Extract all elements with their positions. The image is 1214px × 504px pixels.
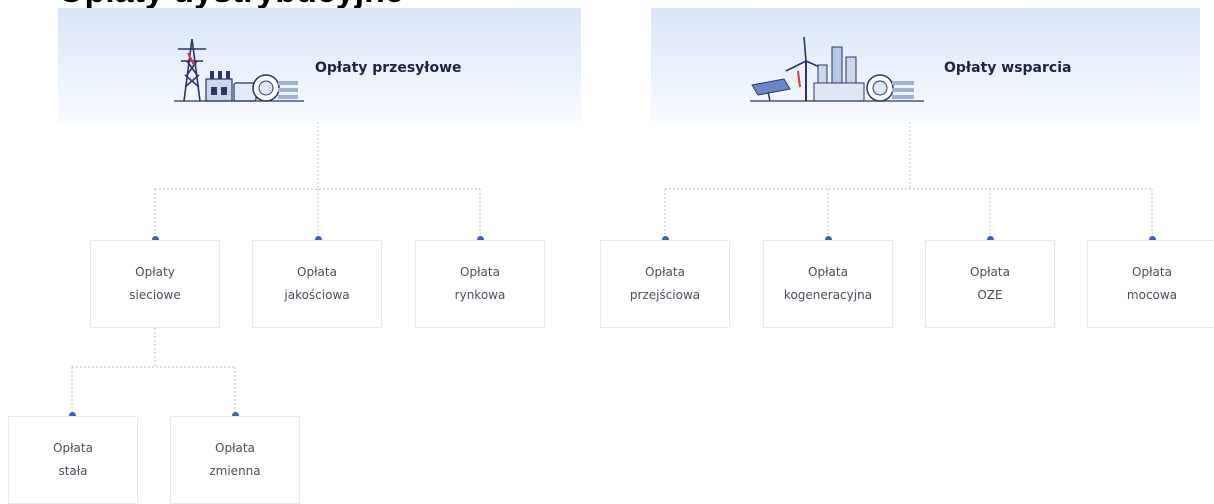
node-oplaty-sieciowe: Opłaty sieciowe (90, 240, 220, 328)
node-oplata-mocowa: Opłata mocowa (1087, 240, 1214, 328)
node-oplata-rynkowa: Opłata rynkowa (415, 240, 545, 328)
connector-dot (662, 236, 669, 243)
connector-dot (987, 236, 994, 243)
node-oplata-stala: Opłata stała (8, 416, 138, 504)
connector-dot (315, 236, 322, 243)
node-oplata-przejsciowa: Opłata przejściowa (600, 240, 730, 328)
page-title: Opłaty dystrybucyjne (58, 0, 404, 8)
node-label: Opłata jakościowa (284, 265, 350, 302)
connector-dot (69, 412, 76, 419)
connector-dot (232, 412, 239, 419)
renewable-energy-icon (750, 36, 924, 102)
connector-dot (152, 236, 159, 243)
node-label: Opłata kogeneracyjna (783, 265, 873, 302)
node-label: Opłata mocowa (1126, 265, 1178, 302)
node-oplata-zmienna: Opłata zmienna (170, 416, 300, 504)
node-label: Opłata zmienna (209, 441, 261, 478)
node-label: Opłaty sieciowe (129, 265, 181, 302)
category-title-wsparcia: Opłaty wsparcia (944, 60, 1072, 76)
node-label: Opłata rynkowa (454, 265, 506, 302)
node-label: Opłata OZE (970, 265, 1010, 302)
node-oplata-oze: Opłata OZE (925, 240, 1055, 328)
node-label: Opłata stała (53, 441, 93, 478)
category-title-przesylowe: Opłaty przesyłowe (315, 60, 462, 76)
connector-dot (825, 236, 832, 243)
node-oplata-jakosciowa: Opłata jakościowa (252, 240, 382, 328)
connector-dot (477, 236, 484, 243)
category-header-wsparcia: Opłaty wsparcia (651, 8, 1200, 122)
node-oplata-kogeneracyjna: Opłata kogeneracyjna (763, 240, 893, 328)
power-grid-icon (174, 38, 304, 102)
category-header-przesylowe: Opłaty przesyłowe (58, 8, 581, 122)
node-label: Opłata przejściowa (629, 265, 701, 302)
connector-dot (1149, 236, 1156, 243)
